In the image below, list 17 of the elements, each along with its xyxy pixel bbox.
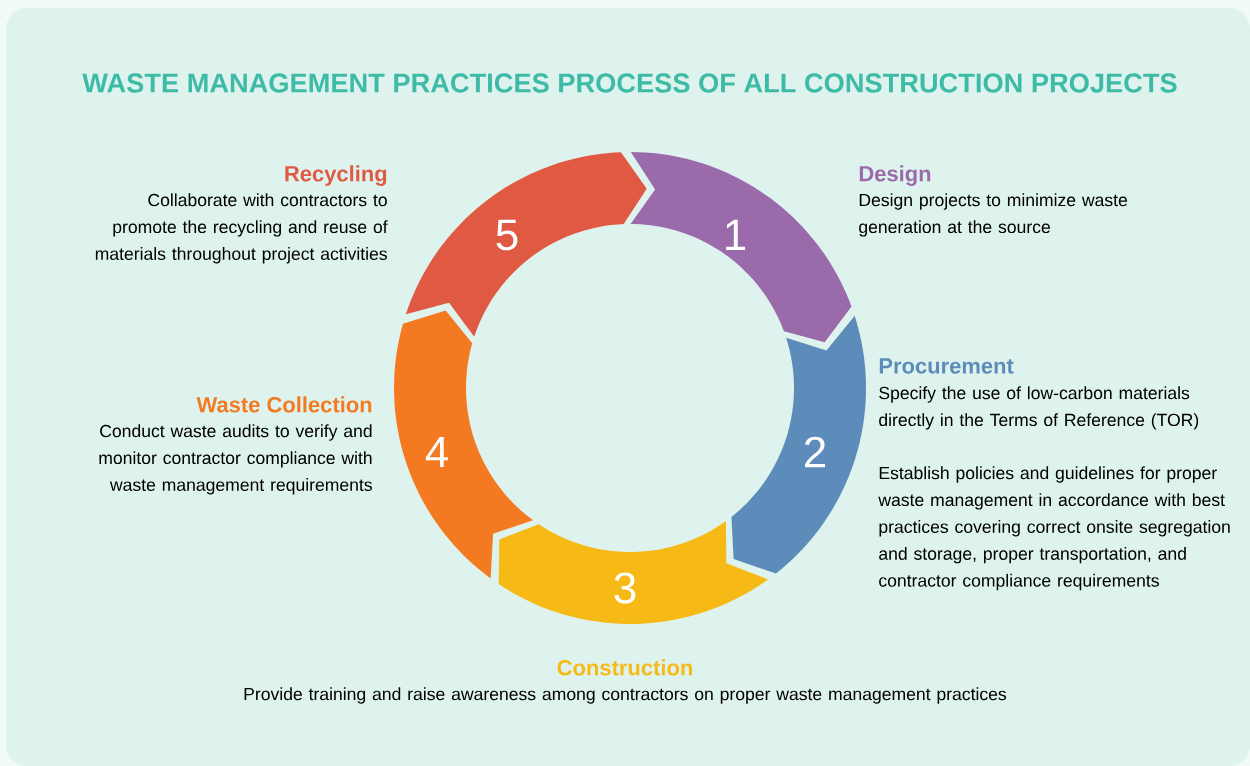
arrow-segment: 1	[630, 152, 852, 343]
step-description: Provide training and raise awareness among contractors on proper waste management practices	[244, 687, 1007, 704]
step-heading: Recycling	[285, 165, 387, 186]
arrow-segment: 4	[394, 310, 534, 579]
step-heading: Waste Collection	[196, 396, 372, 413]
arrow-segment: 2	[731, 315, 866, 574]
step-description: Collaborate with contractors to promote the recycling and reuse of materials throughout project activities	[95, 193, 388, 264]
step-description: Establish policies and guidelines for proper waste management in accordance with best practices covering correct onsite segregation and storage, proper transportation, and contractor compliance requirements	[878, 466, 1230, 591]
step-heading: Procurement	[879, 358, 1014, 374]
step-description: Design projects to minimize waste generation at the source	[859, 193, 1127, 237]
arrow-segment: 5	[405, 152, 647, 337]
step-description: Specify the use of low-carbon materials directly in the Terms of Reference (TOR)	[879, 386, 1199, 430]
arrow-segment: 3	[498, 521, 769, 624]
step-heading: Design	[859, 165, 931, 186]
step-description: Conduct waste audits to verify and monitor contractor compliance with waste management requirements	[99, 424, 372, 495]
title: WASTE MANAGEMENT PRACTICES PROCESS OF ALL CONSTRUCTION PROJECTS	[82, 73, 1177, 93]
step-heading: Construction	[557, 659, 692, 676]
